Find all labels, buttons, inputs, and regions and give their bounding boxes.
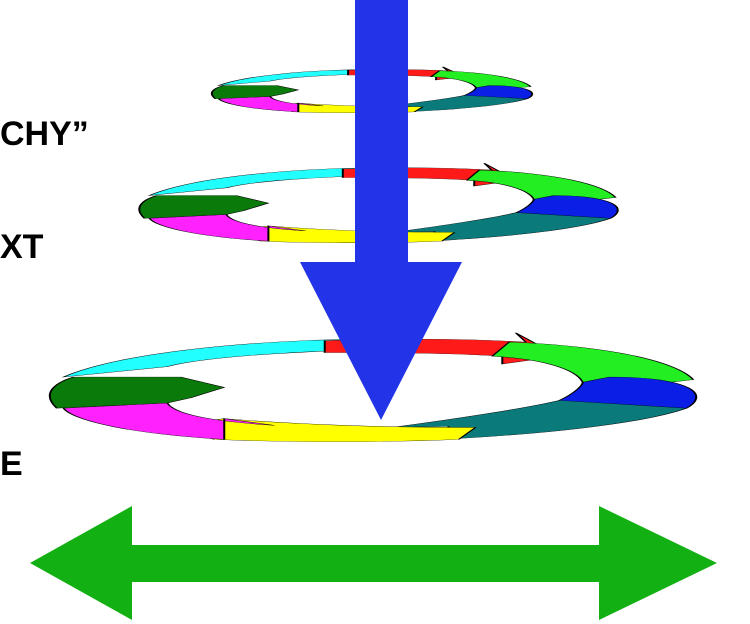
ring-middle — [138, 163, 619, 243]
ring-segment-darkgreen — [210, 85, 300, 99]
ring-segment-darkgreen — [48, 376, 226, 409]
label-hierarchy: CHY” — [0, 115, 89, 153]
double-headed-arrow-icon — [30, 506, 717, 620]
down-arrow-icon — [300, 0, 462, 420]
ring-segment-darkgreen — [138, 195, 270, 219]
label-third: E — [0, 445, 23, 483]
ring-bottom — [48, 332, 698, 442]
label-context: XT — [0, 228, 44, 266]
